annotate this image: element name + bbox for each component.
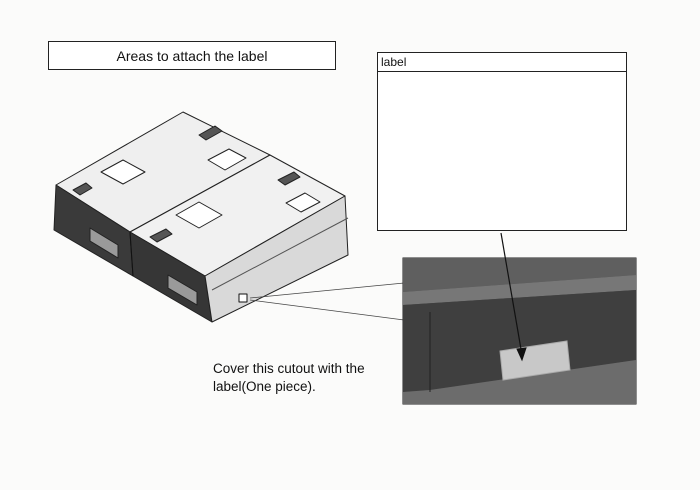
- top-square-3: [175, 201, 223, 229]
- label-box: label: [377, 52, 627, 231]
- title-box: Areas to attach the label: [48, 41, 336, 70]
- title-text: Areas to attach the label: [116, 47, 268, 64]
- latch-3: [277, 171, 301, 186]
- cutout-note: Cover this cutout with the label(One pie…: [213, 360, 403, 396]
- leader-lines: [249, 282, 405, 321]
- top-square-1: [100, 159, 146, 185]
- side-cutout: [238, 293, 248, 303]
- device-side-panel: [204, 195, 349, 323]
- label-box-header: label: [378, 53, 626, 72]
- arrow: [500, 232, 527, 362]
- latch-1: [198, 125, 223, 141]
- latch-4: [149, 228, 173, 243]
- cutout-note-line-2: label(One piece).: [213, 379, 316, 394]
- device-illustration: [53, 111, 349, 323]
- photo-inset: [402, 257, 637, 405]
- latch-2: [72, 182, 93, 196]
- cutout-note-line-1: Cover this cutout with the: [213, 361, 365, 376]
- left-handle: [89, 227, 119, 259]
- top-square-2: [207, 148, 247, 171]
- right-handle: [167, 274, 198, 306]
- top-square-4: [285, 192, 321, 213]
